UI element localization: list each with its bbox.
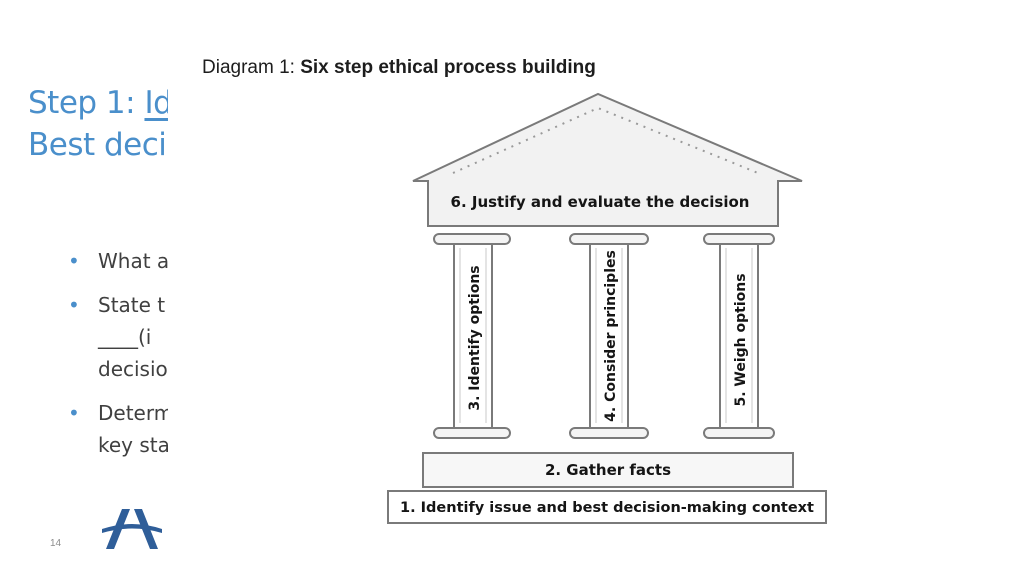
bullet-line: ____(i [98,325,152,349]
bullet-line: Determ [98,401,168,425]
bullet-line: State t [98,293,166,317]
page-number: 14 [50,538,62,549]
base-step-gather-facts [422,452,794,488]
bullet-line: key sta [98,433,168,457]
pillar-label: 5. Weigh options [733,273,749,406]
slide-title: Step 1: Id Best deci [28,82,168,166]
ethical-process-building-diagram: 6. Justify and evaluate the decision 3. … [387,92,827,524]
bullet-item: State t ____(i decisio [66,289,168,385]
bullet-list: What a State t ____(i decisio Determ key… [66,245,168,473]
bullet-item: What a [66,245,168,277]
base-upper-label: 2. Gather facts [545,461,671,479]
bullet-item: Determ key sta [66,397,168,461]
pillar-consider-principles: 4. Consider principles [569,233,649,439]
bullet-line: decisio [98,357,168,381]
pillar-label: 4. Consider principles [603,250,619,422]
pillar-label: 3. Identify options [467,265,483,410]
pillar-identify-options: 3. Identify options [433,233,511,439]
diagram-title-bold: Six step ethical process building [300,57,596,78]
diagram-title-prefix: Diagram 1: [202,57,295,78]
base-step-identify-issue [387,490,827,524]
roof-label: 6. Justify and evaluate the decision [451,193,750,211]
title-underlined-fragment: Id [144,85,168,121]
title-line2: Best deci [28,127,167,163]
organization-logo [102,509,162,549]
title-prefix: Step 1: [28,85,145,121]
roof [412,92,803,227]
base-lower-label: 1. Identify issue and best decision-maki… [400,500,814,516]
diagram-title: Diagram 1: Six step ethical process buil… [202,57,596,79]
bullet-line: What a [98,249,168,273]
pillar-weigh-options: 5. Weigh options [703,233,775,439]
